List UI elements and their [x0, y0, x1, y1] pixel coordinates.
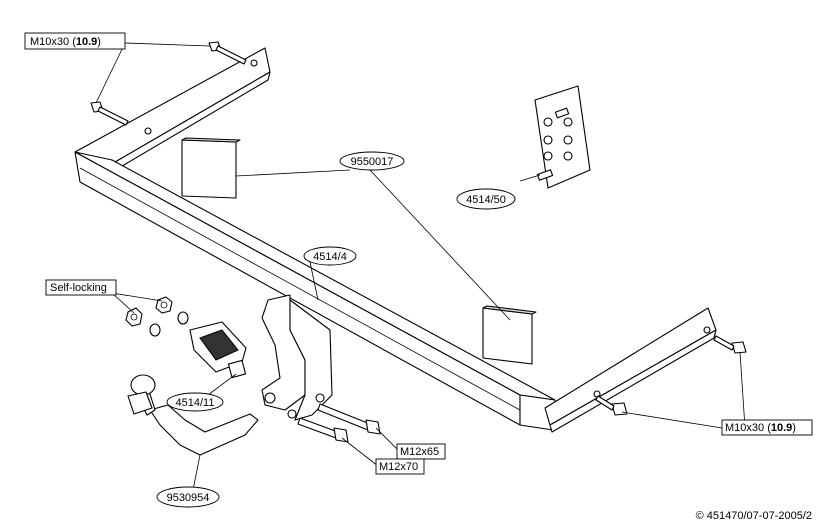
left-side-bracket: [74, 47, 271, 173]
self-locking-nuts: [125, 296, 189, 337]
callout-m12x65: M12x65: [396, 443, 446, 460]
callout-bolt-top-left: M10x30 (10.9): [24, 32, 126, 50]
spacer-block-9550017-bottom: [482, 305, 537, 365]
svg-text:4514/4: 4514/4: [313, 251, 347, 263]
svg-text:M12x65: M12x65: [400, 446, 439, 458]
svg-text:Self-locking: Self-locking: [50, 282, 107, 294]
bracket-kit-4514-50: [534, 85, 591, 189]
svg-text:M10x30 (10.9): M10x30 (10.9): [30, 36, 101, 48]
bolt-right-upper: [713, 335, 747, 354]
bolt-top-left-lower: [90, 101, 129, 126]
bolt-top-left-upper: [208, 41, 247, 65]
callout-4514-4: 4514/4: [303, 246, 357, 266]
callout-9550017: 9550017: [339, 151, 405, 171]
svg-text:M12x70: M12x70: [379, 461, 418, 473]
svg-text:9530954: 9530954: [167, 492, 210, 504]
callout-bolt-right: M10x30 (10.9): [721, 419, 813, 436]
copyright-text: © 451470/07-07-2005/2: [696, 510, 812, 522]
bolt-m12x65: [317, 403, 381, 435]
callout-4514-50: 4514/50: [456, 188, 516, 210]
svg-text:4514/50: 4514/50: [466, 194, 506, 206]
callout-4514-11: 4514/11: [166, 392, 224, 412]
bolt-m12x70: [297, 417, 349, 443]
leader-lines: [95, 42, 746, 491]
callout-m12x70: M12x70: [375, 458, 425, 475]
towball-neck-9530954: [127, 374, 259, 456]
callout-self-locking: Self-locking: [45, 279, 117, 296]
socket-plate-4514-11: [189, 321, 247, 379]
neck-mount-plates: [261, 294, 333, 421]
spacer-block-9550017-top: [181, 137, 241, 199]
main-crossbar-4514-4: [74, 151, 556, 431]
svg-text:9550017: 9550017: [351, 156, 394, 168]
right-side-bracket: [544, 307, 717, 433]
callout-9530954: 9530954: [156, 486, 220, 508]
svg-text:4514/11: 4514/11: [176, 397, 215, 409]
svg-text:M10x30 (10.9): M10x30 (10.9): [725, 422, 796, 434]
